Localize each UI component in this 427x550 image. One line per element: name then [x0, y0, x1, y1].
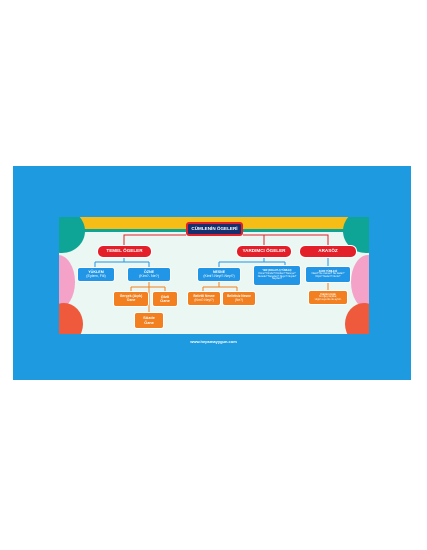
sozde-ozne-box: Sözde Özne — [134, 312, 164, 329]
diagram-poster: CÜMLENİN ÖGELERİ TEMEL ÖGELER YARDIMCI Ö… — [59, 217, 369, 334]
gercek-ozne-box: Gerçek (Açık) Özne — [113, 291, 149, 307]
connector-title-temel — [123, 234, 186, 245]
yer-tumleci-line1: YER (DOLAYLI) TÜMLEÇ — [262, 269, 292, 273]
website-url: www.hepsmayygun.com — [190, 339, 237, 344]
nesne-sub: (Kimi?-Neyi?-Neyi?) — [203, 273, 235, 278]
ozne-box: ÖZNE (Kim?- Ne?) — [127, 267, 171, 282]
diagram-title: CÜMLENİN ÖGELERİ — [186, 222, 243, 236]
yardimci-ogeler-box: YARDIMCI ÖGELER — [236, 245, 292, 258]
belirtisiz-nesne-line2: (Ne?) — [235, 297, 243, 302]
sozde-ozne-line1: Sözde — [143, 315, 155, 321]
temel-ogeler-box: TEMEL ÖGELER — [97, 245, 152, 258]
ozne-sub: (Kim?- Ne?) — [139, 273, 159, 278]
connector-title-arasoz — [264, 234, 329, 245]
arasoz-desc-line1: Cümle içinde — [320, 292, 336, 296]
nesne-box: NESNE (Kimi?-Neyi?-Neyi?) — [197, 267, 241, 282]
belirtili-nesne-line1: Belirtili Nesne — [193, 294, 215, 299]
yardimci-ogeler-label: YARDIMCI ÖGELER — [242, 248, 286, 254]
yuklem-label: YÜKLEM — [88, 269, 104, 274]
belirtili-nesne-box: Belirtili Nesne (Kimi?-Neyi?) — [187, 291, 221, 306]
yuklem-box: YÜKLEM (Eylem, Fiil) — [77, 267, 115, 282]
yer-tumleci-line3: Nerede? Nereden? Neye? Neyde? — [257, 274, 297, 278]
connector-ozne-types — [130, 282, 166, 312]
yer-tumleci-box: YER (DOLAYLI) TÜMLEÇ Kime? Kimde? Kimden… — [253, 265, 301, 286]
gizli-ozne-line2: Özne — [160, 298, 170, 303]
connector-nesne-types — [202, 282, 238, 291]
belirtili-nesne-line2: (Kimi?-Neyi?) — [194, 297, 214, 302]
sozde-ozne-line2: Özne — [144, 319, 154, 325]
yuklem-sub: (Eylem, Fiil) — [86, 273, 106, 278]
connector-lines — [94, 234, 329, 312]
gercek-ozne-line2: Özne — [126, 298, 136, 302]
arasoz-desc-line3: virgül veya tire ile ayrılır. — [314, 297, 342, 301]
gercek-ozne-line1: Gerçek (Açık) — [119, 294, 143, 299]
arasoz-desc-box: Cümle içinde bir öğeyi açıklar, virgül v… — [308, 290, 348, 305]
pink-wave-left — [59, 255, 75, 309]
arasoz-box: ARASÖZ — [299, 245, 357, 258]
zarf-tumleci-line1: ZARF TÜMLECİ — [318, 269, 338, 273]
temel-ogeler-label: TEMEL ÖGELER — [106, 248, 143, 254]
zarf-tumleci-line2: Nasıl? Ne zaman? Ne kadar? — [311, 272, 345, 276]
arasoz-desc-line2: bir öğeyi açıklar, — [318, 295, 338, 299]
gizli-ozne-line1: Gizli — [160, 293, 170, 299]
belirtisiz-nesne-box: Belirtisiz Nesne (Ne?) — [222, 291, 256, 306]
ozne-label: ÖZNE — [143, 269, 155, 274]
connector-title-yardimci — [243, 234, 265, 245]
gizli-ozne-box: Gizli Özne — [152, 291, 178, 307]
diagram-title-text: CÜMLENİN ÖGELERİ — [191, 225, 238, 231]
yer-tumleci-line4: Neyden? — [271, 277, 282, 281]
arasoz-label: ARASÖZ — [318, 248, 338, 254]
connector-temel-children — [94, 258, 150, 267]
connector-yardimci-children — [218, 258, 286, 267]
belirtisiz-nesne-line1: Belirtisiz Nesne — [227, 294, 251, 299]
yer-tumleci-line2: Kime? Kimde? Kimden? Nereye? — [258, 271, 296, 275]
zarf-tumleci-line3: Niçin? Neden? Ne ile? — [315, 274, 341, 278]
nesne-label: NESNE — [212, 269, 226, 274]
pink-wave-right — [351, 255, 369, 309]
zarf-tumleci-box: ZARF TÜMLECİ Nasıl? Ne zaman? Ne kadar? … — [305, 266, 351, 283]
